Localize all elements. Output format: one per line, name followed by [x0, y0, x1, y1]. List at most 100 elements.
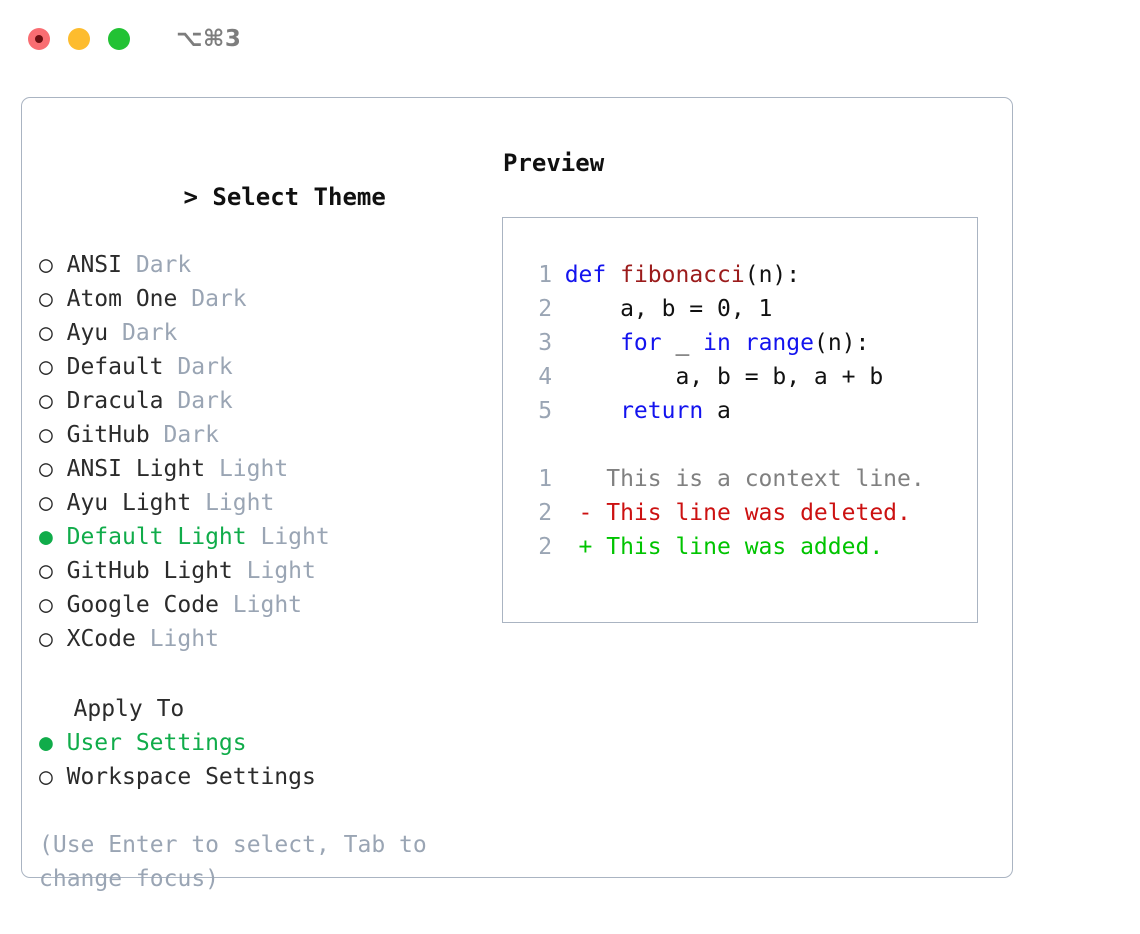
- line-number: 3: [538, 330, 553, 356]
- theme-option-category: Dark: [191, 286, 247, 312]
- apply-to-option-label: User Settings: [66, 730, 247, 756]
- theme-option-label: Ayu: [66, 320, 109, 346]
- prompt-caret-icon: >: [183, 183, 198, 211]
- apply-to-option-list[interactable]: ●User Settings ○ Workspace Settings: [39, 726, 502, 794]
- radio-unselected-icon: ○: [39, 286, 53, 312]
- theme-option-label: GitHub Light: [66, 558, 233, 584]
- theme-option-category: Dark: [177, 388, 233, 414]
- line-number: 1: [538, 262, 553, 288]
- line-number: 2: [538, 500, 553, 526]
- keyboard-hint: (Use Enter to select, Tab to change focu…: [39, 832, 427, 892]
- theme-option-label: Atom One: [66, 286, 178, 312]
- diff-line: 1 This is a context line.: [521, 462, 977, 496]
- radio-unselected-icon: ○: [39, 626, 53, 652]
- radio-unselected-icon: ○: [39, 558, 53, 584]
- theme-option[interactable]: ○ANSI Dark: [39, 248, 502, 282]
- theme-option[interactable]: ○ ANSI Light Light: [39, 452, 502, 486]
- theme-option-label: Dracula: [66, 388, 164, 414]
- theme-option-category: Light: [218, 456, 289, 482]
- theme-option-label: ANSI Light: [66, 456, 206, 482]
- code-token: fibonacci: [620, 262, 745, 288]
- diff-line-text: This is a context line.: [564, 466, 925, 492]
- line-number: 4: [538, 364, 553, 390]
- theme-option-label: Ayu Light: [66, 490, 192, 516]
- theme-option-label: GitHub: [66, 422, 150, 448]
- theme-option-category: Dark: [163, 422, 219, 448]
- theme-option-category: Light: [205, 490, 275, 516]
- diff-line: 2 + This line was added.: [521, 530, 977, 564]
- line-number: 5: [538, 398, 553, 424]
- code-token: [565, 398, 620, 424]
- theme-option[interactable]: ○ Default Dark: [39, 350, 502, 384]
- title-bar: ⌥⌘3: [0, 0, 1140, 78]
- code-line: 3 for _ in range(n):: [521, 326, 977, 360]
- theme-option-label: ANSI: [66, 252, 122, 278]
- theme-option-category: Light: [246, 558, 316, 584]
- code-token: (n):: [813, 330, 870, 356]
- theme-option-category: Dark: [135, 252, 192, 278]
- diff-sample: 1 This is a context line.2 - This line w…: [521, 462, 977, 564]
- radio-selected-icon: ●: [39, 524, 53, 550]
- apply-to-option-label: Workspace Settings: [66, 764, 316, 790]
- code-token: a, b = 0, 1: [564, 296, 773, 322]
- theme-option[interactable]: ○ Google Code Light: [39, 588, 502, 622]
- radio-unselected-icon: ○: [39, 592, 53, 618]
- theme-picker-card: > Select Theme ○ANSI Dark○Atom One Dark○…: [21, 97, 1013, 892]
- close-button[interactable]: [28, 28, 50, 50]
- line-number: 1: [538, 466, 553, 492]
- code-token: (n):: [744, 262, 801, 288]
- theme-option[interactable]: ○GitHub Dark: [39, 418, 502, 452]
- theme-option[interactable]: ○ Ayu Light Light: [39, 486, 502, 520]
- code-token: [606, 262, 620, 288]
- theme-option-label: Google Code: [66, 592, 219, 618]
- code-token: a, b = b, a + b: [564, 364, 884, 390]
- radio-unselected-icon: ○: [39, 490, 53, 516]
- radio-unselected-icon: ○: [39, 456, 53, 482]
- code-token: return: [620, 398, 704, 424]
- theme-list-pane: > Select Theme ○ANSI Dark○Atom One Dark○…: [22, 98, 502, 892]
- code-diff-spacer: [521, 428, 977, 462]
- maximize-button[interactable]: [108, 28, 130, 50]
- preview-title: Preview: [503, 149, 605, 177]
- code-token: range: [744, 330, 814, 356]
- apply-to-option[interactable]: ●User Settings: [39, 726, 502, 760]
- apply-to-header: Apply To: [73, 696, 185, 722]
- theme-option[interactable]: ○ GitHub Light Light: [39, 554, 502, 588]
- theme-option-category: Light: [260, 524, 330, 550]
- theme-option[interactable]: ● Default Light Light: [39, 520, 502, 554]
- diff-line-text: + This line was added.: [564, 534, 884, 560]
- theme-list-header-label: Select Theme: [212, 183, 386, 211]
- theme-option-list[interactable]: ○ANSI Dark○Atom One Dark○Ayu Dark○Defaul…: [39, 248, 502, 656]
- theme-option-category: Dark: [122, 320, 178, 346]
- code-line: 4 a, b = b, a + b: [521, 360, 977, 394]
- theme-option-label: Default: [66, 354, 164, 380]
- minimize-button[interactable]: [68, 28, 90, 50]
- code-line: 2 a, b = 0, 1: [521, 292, 977, 326]
- radio-unselected-icon: ○: [39, 388, 53, 414]
- theme-option-category: Dark: [177, 354, 233, 380]
- theme-option-label: XCode: [66, 626, 136, 652]
- radio-unselected-icon: ○: [39, 354, 53, 380]
- theme-list-header: > Select Theme: [39, 146, 502, 248]
- theme-option-category: Light: [232, 592, 303, 618]
- radio-unselected-icon: ○: [39, 320, 53, 346]
- code-token: _: [661, 330, 704, 356]
- code-token: [565, 330, 620, 356]
- keyboard-shortcut-label: ⌥⌘3: [176, 26, 242, 52]
- theme-option[interactable]: ○ Atom One Dark: [39, 282, 502, 316]
- theme-option-label: Default Light: [66, 524, 247, 550]
- theme-option[interactable]: ○ Dracula Dark: [39, 384, 502, 418]
- theme-option[interactable]: ○ Ayu Dark: [39, 316, 502, 350]
- line-number: 2: [538, 296, 553, 322]
- code-token: for: [620, 330, 662, 356]
- line-number: 2: [538, 534, 553, 560]
- section-divider: [39, 656, 502, 692]
- theme-option[interactable]: ○ XCode Light: [39, 622, 502, 656]
- theme-option-category: Light: [149, 626, 219, 652]
- apply-to-option[interactable]: ○ Workspace Settings: [39, 760, 502, 794]
- radio-unselected-icon: ○: [39, 764, 53, 790]
- code-token: a: [703, 398, 731, 424]
